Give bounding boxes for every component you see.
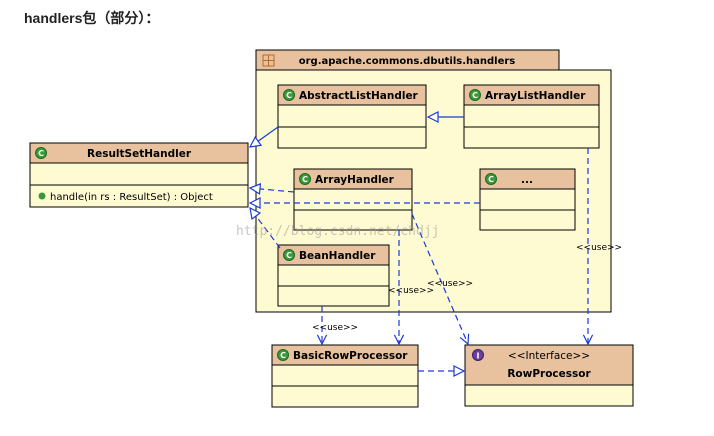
class-bean-handler[interactable]: C BeanHandler	[277, 244, 390, 307]
class-icon: C	[35, 147, 47, 159]
class-abstract-list-handler[interactable]: C AbstractListHandler	[277, 84, 427, 149]
svg-text:C: C	[286, 91, 292, 100]
class-ellipsis[interactable]: C ...	[479, 168, 576, 231]
class-icon: C	[283, 89, 295, 101]
class-name: ArrayListHandler	[485, 90, 586, 102]
class-result-set-handler[interactable]: C ResultSetHandler handle(in rs : Result…	[29, 142, 249, 208]
class-array-list-handler[interactable]: C ArrayListHandler	[463, 84, 600, 149]
edge-label-use: <<use>>	[427, 279, 473, 289]
class-icon: C	[283, 249, 295, 261]
class-icon: C	[485, 173, 497, 185]
edge-arrayhandler-uses-rowprocessor	[411, 213, 468, 344]
class-icon: C	[469, 89, 481, 101]
interface-icon: I	[472, 349, 484, 361]
edge-label-use: <<use>>	[388, 286, 434, 296]
class-array-handler[interactable]: C ArrayHandler	[293, 168, 413, 231]
class-name: ResultSetHandler	[87, 148, 192, 160]
class-icon: C	[277, 349, 289, 361]
method-handle: handle(in rs : ResultSet) : Object	[50, 192, 213, 203]
public-method-icon	[38, 192, 46, 200]
interface-stereotype: <<Interface>>	[508, 350, 590, 362]
svg-text:C: C	[286, 251, 292, 260]
edge-label-use: <<use>>	[576, 243, 622, 253]
page-heading: handlers包（部分）：	[24, 10, 160, 26]
edge-abstractlist-implements-rsh	[250, 126, 279, 147]
class-basic-row-processor[interactable]: C BasicRowProcessor	[271, 344, 419, 408]
class-name: ...	[521, 174, 533, 186]
edge-arrayhandler-implements-rsh	[250, 188, 295, 192]
class-icon: C	[299, 173, 311, 185]
edges	[250, 117, 588, 371]
interface-row-processor[interactable]: I <<Interface>> RowProcessor	[464, 344, 634, 407]
class-name: BeanHandler	[299, 250, 376, 262]
svg-text:C: C	[302, 175, 308, 184]
class-name: BasicRowProcessor	[293, 350, 408, 362]
package-name: org.apache.commons.dbutils.handlers	[299, 56, 516, 67]
interface-name: RowProcessor	[507, 368, 591, 380]
svg-text:C: C	[472, 91, 478, 100]
svg-text:I: I	[477, 352, 480, 361]
svg-text:C: C	[488, 175, 494, 184]
watermark-text: http://blog.csdn.net/chdjj	[236, 224, 440, 239]
class-name: ArrayHandler	[315, 174, 395, 186]
edge-bean-implements-rsh	[250, 208, 281, 249]
package-icon	[262, 54, 275, 67]
edge-label-use: <<use>>	[312, 323, 358, 333]
svg-text:C: C	[38, 149, 44, 158]
svg-text:C: C	[280, 351, 286, 360]
class-name: AbstractListHandler	[299, 90, 419, 102]
